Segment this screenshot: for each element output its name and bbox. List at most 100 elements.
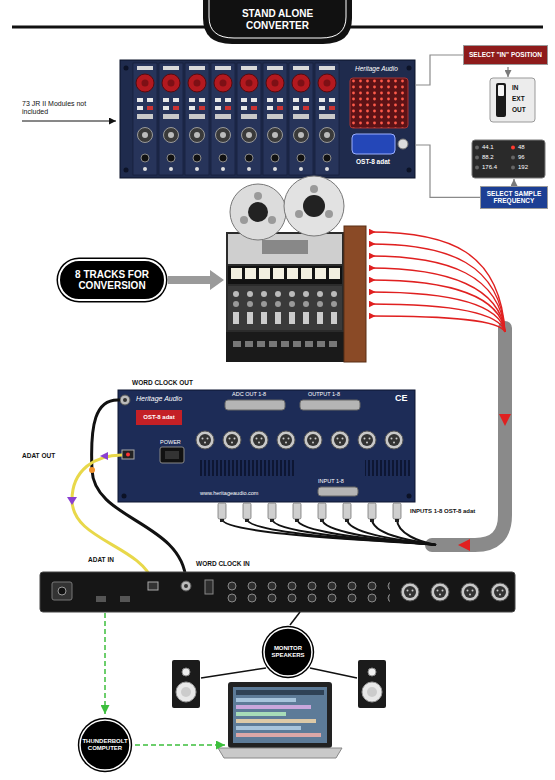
rear-panel-drawing bbox=[407, 494, 412, 499]
tape-machine bbox=[295, 210, 303, 218]
node-text: 8 TRACKS FOR CONVERSION bbox=[70, 269, 154, 292]
rear-panel-drawing bbox=[122, 450, 134, 459]
label-text: www.heritageaudio.com bbox=[200, 490, 258, 497]
in-switch-zoom bbox=[507, 67, 508, 77]
model-badge: OST-8 adat bbox=[136, 410, 182, 425]
sample-frequency-zoom bbox=[475, 156, 479, 160]
monitor-wiring bbox=[201, 668, 266, 678]
in-switch-zoom bbox=[496, 83, 506, 117]
input-cables bbox=[222, 519, 436, 545]
rear-panel-drawing bbox=[200, 460, 295, 476]
laptop bbox=[218, 748, 342, 758]
front-rack-drawing bbox=[120, 60, 415, 178]
front-rack-drawing bbox=[159, 63, 183, 175]
label-text: 176.4 bbox=[482, 164, 497, 171]
digital-cables bbox=[72, 455, 153, 582]
rear-panel-drawing bbox=[223, 431, 241, 449]
rear-panel-drawing bbox=[358, 431, 376, 449]
sample-frequency-zoom bbox=[511, 156, 515, 160]
converter-rear-panel: Heritage AudioOST-8 adat bbox=[118, 390, 415, 502]
front-rack-drawing bbox=[124, 168, 129, 173]
sample-frequency-zoom bbox=[475, 146, 479, 150]
front-rack-drawing bbox=[263, 63, 287, 175]
tape-machine bbox=[344, 226, 366, 362]
input-cables bbox=[243, 503, 251, 522]
sample-frequency-zoom bbox=[472, 140, 545, 186]
front-rack-drawing bbox=[350, 78, 408, 128]
rear-panel-drawing bbox=[122, 494, 127, 499]
speakers bbox=[176, 682, 196, 702]
speakers bbox=[362, 682, 382, 702]
input-cables bbox=[218, 503, 436, 545]
speakers bbox=[368, 668, 376, 676]
thunderbolt-arrows bbox=[104, 613, 106, 714]
node-text: SELECT "IN" POSITION bbox=[469, 51, 542, 58]
audio-interface bbox=[52, 582, 72, 600]
rear-panel-drawing bbox=[126, 453, 130, 457]
rear-panel-drawing bbox=[304, 431, 322, 449]
label-text: OUT bbox=[512, 106, 526, 114]
speakers bbox=[182, 668, 190, 676]
laptop bbox=[218, 682, 342, 758]
speakers bbox=[181, 687, 191, 697]
laptop bbox=[236, 698, 296, 702]
front-rack-drawing bbox=[185, 63, 209, 175]
modules-arrow bbox=[22, 121, 116, 122]
circle-outline bbox=[80, 720, 130, 770]
audio-interface bbox=[181, 581, 191, 591]
rear-panel-drawing bbox=[250, 431, 268, 449]
front-rack-drawing bbox=[133, 63, 157, 175]
audio-interface bbox=[184, 584, 188, 588]
cable-bundle bbox=[370, 304, 505, 332]
label-text: POWER bbox=[160, 439, 181, 446]
monitor-wiring bbox=[201, 612, 357, 678]
laptop bbox=[236, 733, 321, 737]
tape-machine bbox=[230, 288, 342, 328]
rear-panel-drawing bbox=[165, 451, 179, 459]
tape-machine bbox=[226, 232, 344, 362]
rear-panel-drawing bbox=[123, 398, 127, 402]
audio-interface bbox=[58, 587, 66, 595]
connector-line bbox=[415, 145, 480, 197]
input-cables bbox=[293, 503, 301, 522]
input-cables bbox=[343, 503, 351, 522]
digital-cables bbox=[100, 452, 108, 460]
circle-outline bbox=[264, 628, 312, 676]
front-rack-drawing bbox=[407, 66, 412, 71]
tape-machine bbox=[226, 332, 344, 362]
audio-interface bbox=[40, 572, 515, 612]
rear-panel-drawing bbox=[318, 487, 358, 496]
tracks-arrow bbox=[168, 270, 224, 290]
cable-bundle bbox=[499, 414, 511, 426]
audio-interface bbox=[225, 580, 390, 604]
node-text: THUNDERBOLT COMPUTER bbox=[81, 738, 129, 752]
tape-machine bbox=[284, 176, 344, 236]
label-text: ADAT IN bbox=[88, 556, 114, 564]
label-text: INPUTS 1-8 OST-8 adat bbox=[410, 508, 475, 515]
tape-machine bbox=[262, 240, 308, 254]
input-cables bbox=[397, 519, 436, 545]
in-switch-zoom bbox=[498, 85, 504, 96]
input-cables bbox=[218, 503, 226, 522]
instruction-box: SELECT SAMPLE FREQUENCY bbox=[480, 186, 548, 209]
rear-panel-drawing bbox=[160, 447, 184, 463]
laptop bbox=[236, 690, 324, 695]
rear-panel-drawing bbox=[120, 395, 130, 405]
tape-machine bbox=[228, 234, 342, 264]
sample-frequency-zoom bbox=[513, 179, 514, 186]
laptop bbox=[228, 682, 332, 748]
node-text: SELECT SAMPLE FREQUENCY bbox=[486, 190, 542, 205]
front-rack-drawing bbox=[407, 168, 412, 173]
brand-text: Heritage Audio bbox=[136, 395, 182, 403]
title-banner bbox=[12, 0, 543, 44]
callout-pill: 8 TRACKS FOR CONVERSION bbox=[58, 259, 166, 301]
speakers bbox=[172, 660, 200, 708]
tape-machine bbox=[325, 210, 333, 218]
front-rack-drawing bbox=[124, 66, 129, 71]
tape-machine bbox=[268, 216, 276, 224]
digital-cables bbox=[67, 497, 77, 505]
thunderbolt-arrows bbox=[135, 744, 225, 746]
audio-interface bbox=[96, 596, 106, 602]
